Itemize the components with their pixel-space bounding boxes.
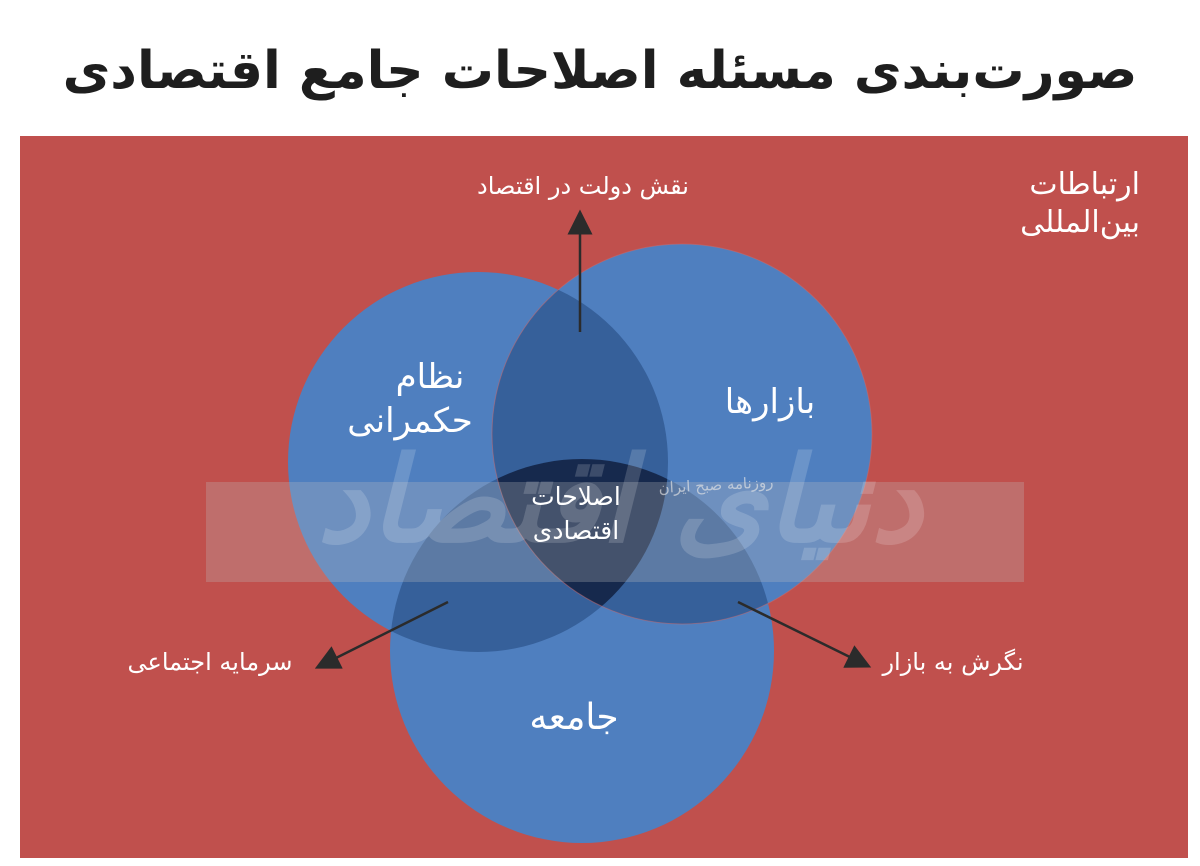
overlap-markets-society bbox=[492, 459, 774, 624]
label-market-attitude: نگرش به بازار bbox=[882, 648, 1024, 676]
label-center: اصلاحات اقتصادی bbox=[496, 480, 656, 548]
label-social-capital: سرمایه اجتماعی bbox=[127, 648, 293, 676]
watermark-strip bbox=[206, 482, 1024, 582]
label-state-role: نقش دولت در اقتصاد bbox=[477, 172, 689, 200]
label-international-relations: ارتباطات بین‌المللی bbox=[1020, 166, 1140, 241]
venn-diagram bbox=[20, 136, 1188, 858]
arrow-market-attitude bbox=[737, 600, 872, 668]
label-international-relations-line2: بین‌المللی bbox=[1020, 204, 1140, 240]
label-society: جامعه bbox=[529, 697, 619, 738]
page-title: صورت‌بندی مسئله اصلاحات جامع اقتصادی bbox=[62, 41, 1138, 101]
label-international-relations-line1: ارتباطات bbox=[1029, 167, 1140, 202]
watermark-logo: دنیای اقتصاد bbox=[316, 431, 924, 569]
label-markets: بازارها bbox=[724, 382, 816, 422]
label-governance-line1: نظام bbox=[395, 357, 465, 397]
label-governance-line2: حکمرانی bbox=[347, 400, 473, 441]
label-center-line2: اقتصادی bbox=[532, 515, 620, 545]
diagram-panel: ارتباطات بین‌المللی نظام حکمرانی بازارها… bbox=[20, 136, 1188, 858]
label-governance: نظام حکمرانی bbox=[310, 356, 510, 443]
circle-markets-outline bbox=[491, 243, 873, 625]
label-center-line1: اصلاحات bbox=[531, 482, 621, 511]
arrow-social-capital bbox=[314, 600, 449, 669]
